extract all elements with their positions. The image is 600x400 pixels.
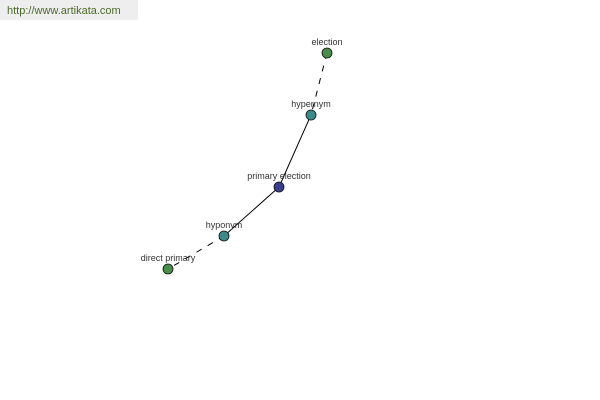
node-label-hypernym: hypernym — [291, 99, 331, 109]
node-election[interactable] — [321, 47, 333, 59]
node-label-hyponym: hyponym — [206, 220, 243, 230]
node-hyponym[interactable] — [218, 230, 230, 242]
node-label-direct: direct primary — [141, 253, 196, 263]
node-primary[interactable] — [273, 181, 285, 193]
node-direct[interactable] — [162, 263, 174, 275]
edge-primary-hyponym — [223, 186, 280, 237]
watermark-link[interactable]: http://www.artikata.com — [0, 0, 138, 20]
node-hypernym[interactable] — [305, 109, 317, 121]
node-label-election: election — [311, 37, 342, 47]
edge-hypernym-primary — [278, 114, 312, 188]
edge-election-hypernym — [310, 52, 328, 116]
edge-hyponym-direct — [167, 235, 225, 270]
node-label-primary: primary election — [247, 171, 311, 181]
